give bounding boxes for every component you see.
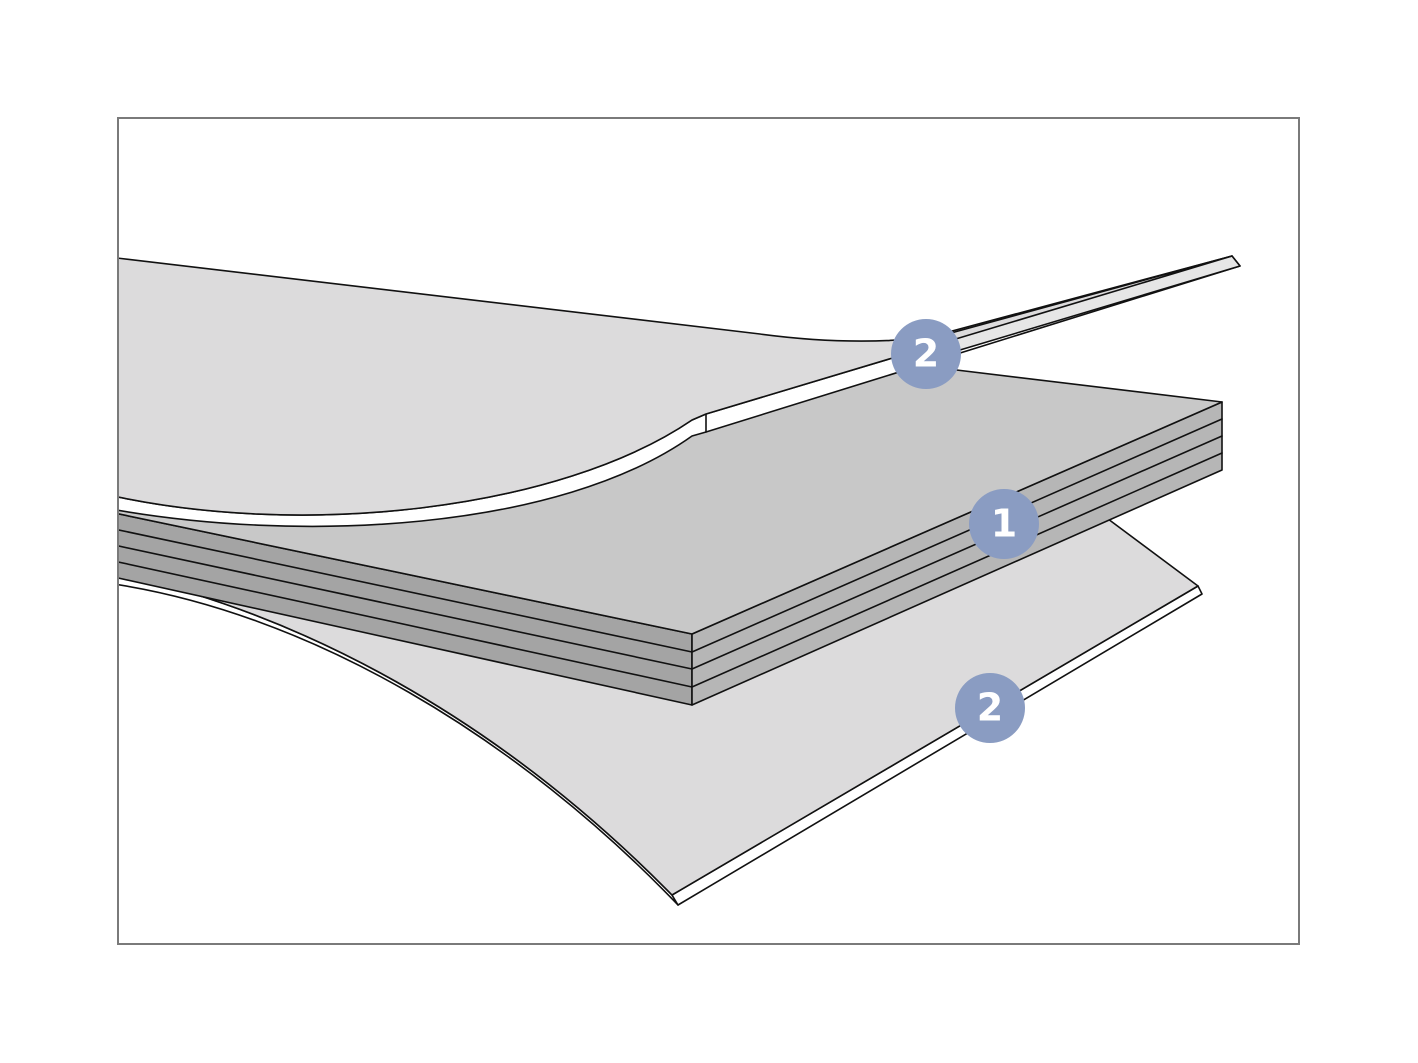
callout-core-stack: 1 bbox=[969, 489, 1039, 559]
callout-top-sheet: 2 bbox=[891, 319, 961, 389]
callout-circle bbox=[969, 489, 1039, 559]
top-sheet bbox=[119, 255, 1241, 528]
callout-label: 1 bbox=[991, 502, 1017, 546]
callout-circle bbox=[955, 673, 1025, 743]
callout-label: 2 bbox=[977, 686, 1003, 730]
callout-label: 2 bbox=[913, 332, 939, 376]
callout-bottom-sheet: 2 bbox=[955, 673, 1025, 743]
callout-circle bbox=[891, 319, 961, 389]
